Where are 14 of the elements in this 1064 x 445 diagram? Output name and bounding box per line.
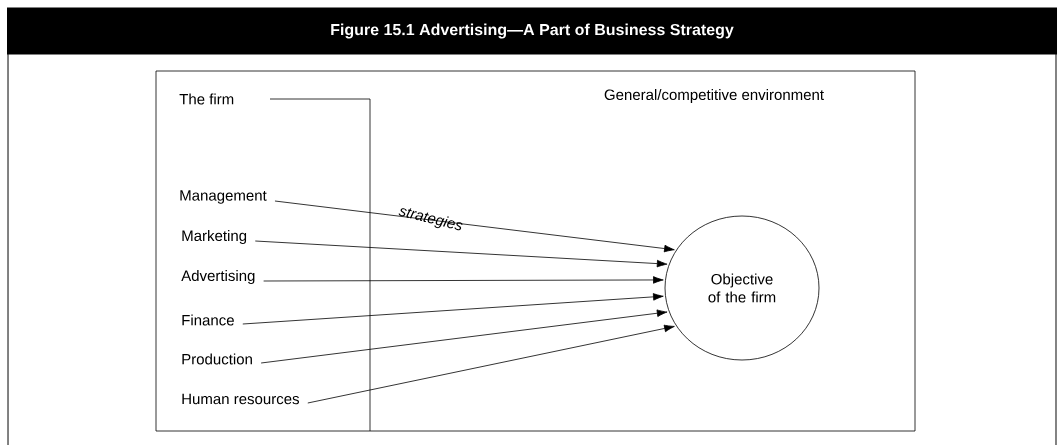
arrow bbox=[263, 276, 664, 284]
function-label: Management bbox=[180, 190, 267, 204]
arrow bbox=[242, 293, 664, 325]
function-label: Finance bbox=[182, 314, 234, 326]
arrow bbox=[307, 324, 675, 404]
edge-label: strategies bbox=[398, 208, 463, 231]
arrow bbox=[274, 200, 675, 253]
function-label: Advertising bbox=[181, 270, 255, 284]
function-label: Human resources bbox=[182, 393, 299, 405]
function-label: Production bbox=[182, 353, 252, 365]
title-bar: Figure 15.1 Advertising—A Part of Business Strategy bbox=[7, 7, 1057, 55]
arrow bbox=[260, 309, 668, 364]
arrow bbox=[254, 240, 668, 268]
function-label: Marketing bbox=[182, 230, 247, 244]
